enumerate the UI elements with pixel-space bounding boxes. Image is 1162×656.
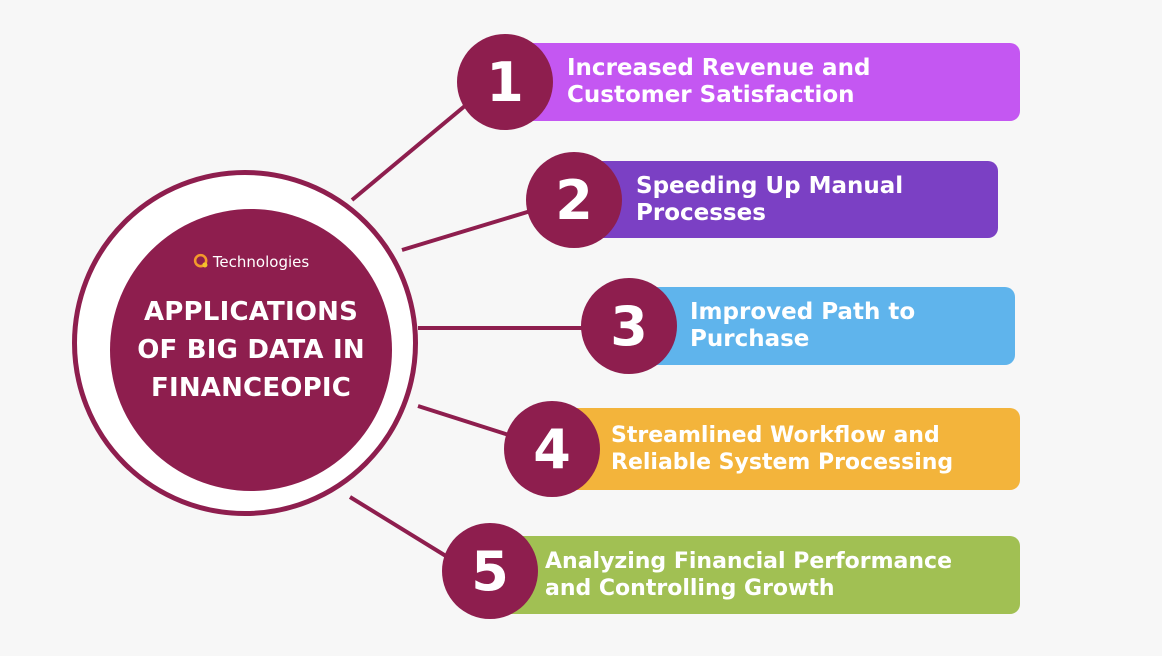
brand-logo-icon: [193, 253, 208, 268]
item-label-line: Streamlined Workflow and: [611, 423, 940, 448]
brand: Technologies: [110, 253, 392, 271]
item-number-5: 5: [442, 523, 538, 619]
item-label-line: Purchase: [690, 326, 810, 352]
hub-title: APPLICATIONS OF BIG DATA IN FINANCEOPIC: [124, 293, 378, 407]
item-pill-4: Streamlined Workflow and Reliable System…: [555, 408, 1020, 490]
brand-name: Technologies: [212, 253, 310, 271]
item-label-line: and Controlling Growth: [545, 576, 835, 601]
connector-line-5: [348, 495, 456, 563]
item-label-line: Speeding Up Manual: [636, 172, 904, 199]
item-label-line: Analyzing Financial Performance: [545, 549, 953, 574]
hub-title-line: FINANCEOPIC: [150, 373, 352, 403]
hub-title-line: APPLICATIONS: [143, 297, 359, 327]
item-pill-2: Speeding Up Manual Processes: [575, 161, 998, 238]
item-label-line: Customer Satisfaction: [567, 82, 855, 108]
item-label-line: Reliable System Processing: [611, 450, 954, 475]
hub-title-line: OF BIG DATA IN: [137, 335, 365, 365]
item-label-line: Improved Path to: [690, 299, 916, 325]
item-label-line: Increased Revenue and: [567, 55, 871, 81]
connector-line-4: [417, 404, 513, 438]
item-pill-1: Increased Revenue and Customer Satisfact…: [505, 43, 1020, 121]
item-number-4: 4: [504, 401, 600, 497]
item-label-line: Processes: [636, 199, 766, 226]
item-pill-5: Analyzing Financial Performance and Cont…: [490, 536, 1020, 614]
item-number-2: 2: [526, 152, 622, 248]
connector-line-1: [350, 98, 474, 202]
item-pill-3: Improved Path to Purchase: [630, 287, 1015, 365]
connector-line-2: [401, 208, 535, 252]
item-number-3: 3: [581, 278, 677, 374]
item-number-1: 1: [457, 34, 553, 130]
hub-circle: Technologies APPLICATIONS OF BIG DATA IN…: [110, 209, 392, 491]
